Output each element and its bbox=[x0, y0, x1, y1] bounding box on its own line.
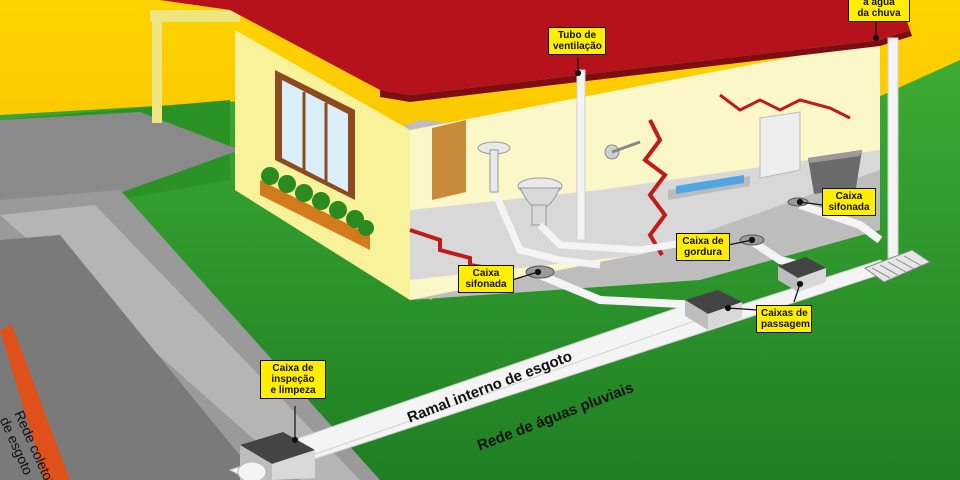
cutaway-edge-right bbox=[719, 93, 851, 120]
laundry-tank bbox=[808, 150, 862, 194]
interior-pipe-1 bbox=[492, 193, 601, 269]
vent-pipe bbox=[576, 69, 586, 241]
interior-pipe-2 bbox=[537, 222, 701, 254]
caixa-passagem-box-2 bbox=[778, 257, 826, 292]
leader-lines bbox=[291, 18, 880, 444]
sewer-main-pipe bbox=[0, 325, 70, 480]
interior-floor bbox=[410, 150, 880, 280]
rain-downspout bbox=[887, 37, 899, 259]
interior-pipe-5 bbox=[798, 201, 883, 244]
caixa-passagem-box-1 bbox=[685, 290, 742, 330]
street bbox=[0, 235, 260, 480]
window-glass bbox=[282, 80, 348, 192]
interior-pipe-3 bbox=[538, 271, 701, 309]
rain-grate bbox=[863, 249, 932, 283]
toilet bbox=[517, 177, 563, 226]
roof bbox=[160, 0, 910, 95]
door bbox=[432, 120, 466, 200]
sink-pedestal bbox=[477, 141, 511, 193]
washing-machine bbox=[759, 111, 801, 179]
porch-beam bbox=[150, 10, 240, 22]
porch-post-left bbox=[152, 18, 162, 123]
flower-box bbox=[260, 180, 370, 250]
cutaway-edge-mid bbox=[642, 119, 668, 257]
road bbox=[0, 112, 240, 210]
plants bbox=[261, 167, 374, 236]
roof-edge bbox=[380, 30, 912, 102]
kitchen-sink bbox=[668, 175, 750, 200]
